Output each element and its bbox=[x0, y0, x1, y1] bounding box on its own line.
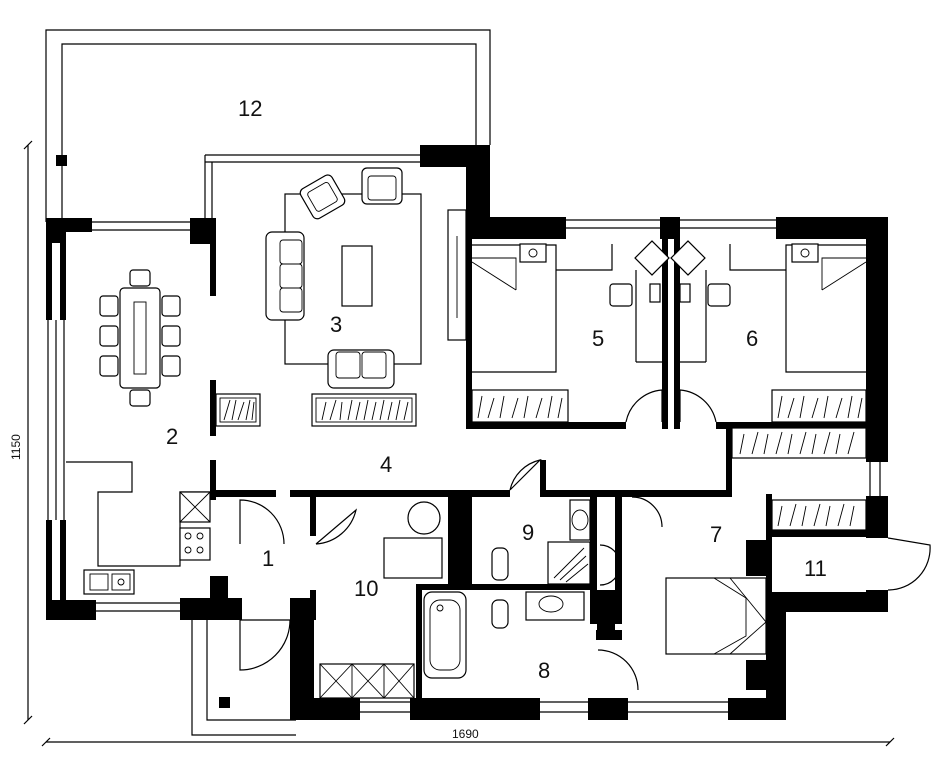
terrace-12 bbox=[45, 29, 491, 222]
dining-set bbox=[99, 269, 181, 407]
dimension-width: 1690 bbox=[41, 727, 895, 747]
room-label-2: 2 bbox=[166, 424, 178, 449]
room-label-1: 1 bbox=[262, 546, 274, 571]
room-label-7: 7 bbox=[710, 522, 722, 547]
wardrobes bbox=[215, 389, 867, 531]
interior-walls bbox=[210, 239, 876, 704]
room-label-10: 10 bbox=[354, 576, 378, 601]
bathroom-fixtures bbox=[423, 499, 591, 679]
dimension-height: 1150 bbox=[9, 140, 33, 725]
kitchen-counter bbox=[66, 461, 211, 595]
bedroom-5-furniture bbox=[471, 240, 670, 373]
room-label-11: 11 bbox=[804, 556, 827, 581]
entrance-porch bbox=[191, 612, 296, 736]
room-labels: 1 2 3 4 5 6 7 8 9 10 11 12 bbox=[166, 96, 827, 683]
height-dimension-label: 1150 bbox=[9, 434, 23, 460]
room-label-5: 5 bbox=[592, 326, 604, 351]
bedroom-6-furniture bbox=[670, 240, 867, 373]
room-label-9: 9 bbox=[522, 520, 534, 545]
laundry-fixtures bbox=[319, 501, 443, 699]
room-label-4: 4 bbox=[380, 452, 392, 477]
exterior-walls bbox=[46, 145, 888, 720]
living-room-furniture bbox=[265, 167, 467, 389]
room-label-8: 8 bbox=[538, 658, 550, 683]
room-label-12: 12 bbox=[238, 96, 262, 121]
room-label-3: 3 bbox=[330, 312, 342, 337]
doors bbox=[239, 389, 931, 691]
room-label-6: 6 bbox=[746, 326, 758, 351]
width-dimension-label: 1690 bbox=[452, 727, 479, 741]
bedroom-7-furniture bbox=[665, 577, 767, 655]
